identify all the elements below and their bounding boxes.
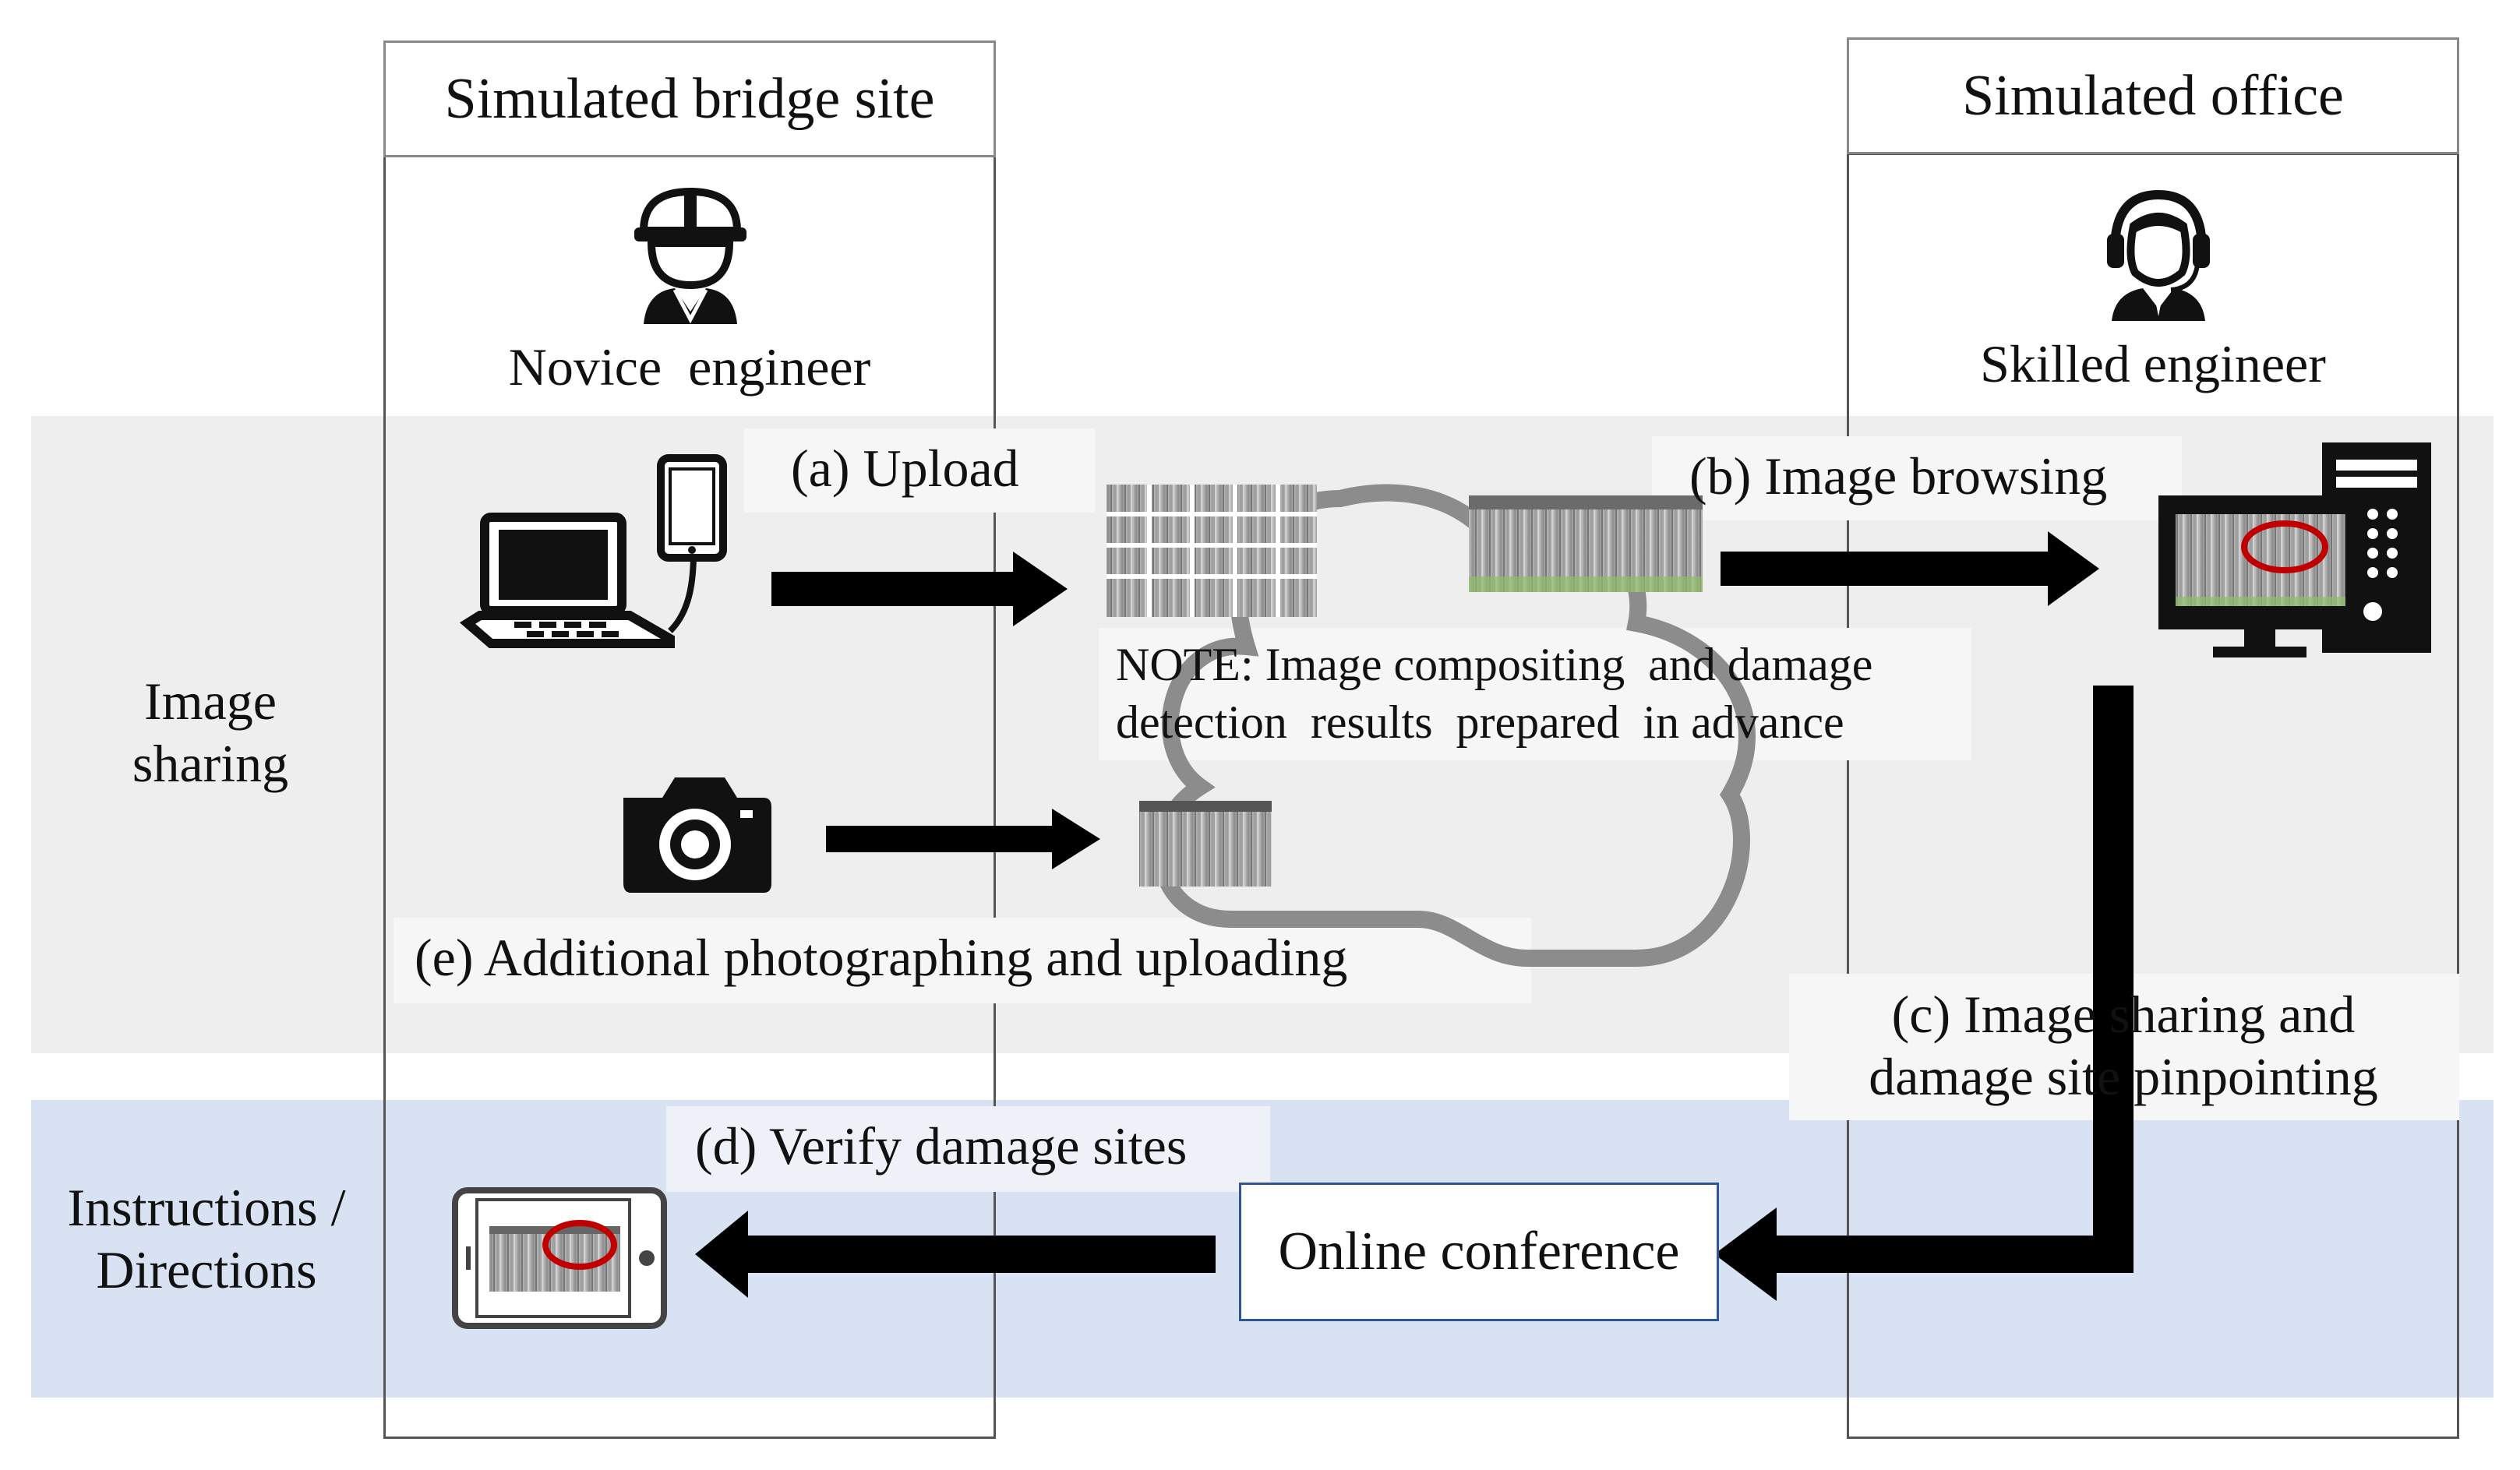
tablet-icon bbox=[452, 1187, 667, 1329]
online-conference-box: Online conference bbox=[1239, 1183, 1719, 1321]
upload-label-bg bbox=[744, 428, 1095, 513]
upload-arrow bbox=[771, 552, 1068, 626]
online-conference-label: Online conference bbox=[1278, 1221, 1680, 1281]
desktop-computer-icon bbox=[2158, 442, 2431, 657]
step-a-upload-label: (a) Upload bbox=[791, 439, 1019, 498]
camera-icon bbox=[623, 777, 771, 893]
image-tiles-icon bbox=[1106, 485, 1317, 617]
step-b-browsing-label: (b) Image browsing bbox=[1689, 446, 2108, 506]
step-c-pinpoint-label: (c) Image sharing and damage site pinpoi… bbox=[1869, 985, 2378, 1106]
browsing-label-bg bbox=[1652, 436, 2182, 520]
office-title: Simulated office bbox=[1962, 63, 2344, 128]
composited-image-icon bbox=[1469, 495, 1703, 592]
skilled-engineer-label: Skilled engineer bbox=[1980, 334, 2326, 393]
step-d-verify-label: (d) Verify damage sites bbox=[695, 1116, 1188, 1176]
office-header: Simulated office bbox=[1847, 37, 2459, 154]
bridge-site-header: Simulated bridge site bbox=[383, 41, 996, 157]
step-e-additional-label: (e) Additional photographing and uploadi… bbox=[415, 928, 1348, 987]
verify-label-bg bbox=[666, 1106, 1270, 1192]
laptop-icon bbox=[459, 513, 697, 648]
construction-worker-icon bbox=[634, 187, 746, 324]
image-sharing-row-label: Image sharing bbox=[132, 672, 289, 793]
verify-arrow bbox=[695, 1211, 1216, 1298]
instructions-row-label: Instructions / Directions bbox=[67, 1178, 346, 1299]
bridge-site-title: Simulated bridge site bbox=[444, 66, 935, 131]
headset-operator-icon bbox=[2107, 189, 2210, 321]
additional-upload-arrow bbox=[826, 809, 1100, 869]
additional-photo-icon bbox=[1139, 801, 1272, 887]
browsing-arrow bbox=[1721, 531, 2099, 606]
note-label: NOTE: Image compositing and damage detec… bbox=[1116, 639, 1873, 748]
smartphone-icon bbox=[657, 454, 727, 562]
pinpoint-arrow bbox=[1714, 686, 2134, 1301]
novice-engineer-label: Novice engineer bbox=[508, 337, 871, 397]
additional-label-bg bbox=[394, 918, 1531, 1003]
